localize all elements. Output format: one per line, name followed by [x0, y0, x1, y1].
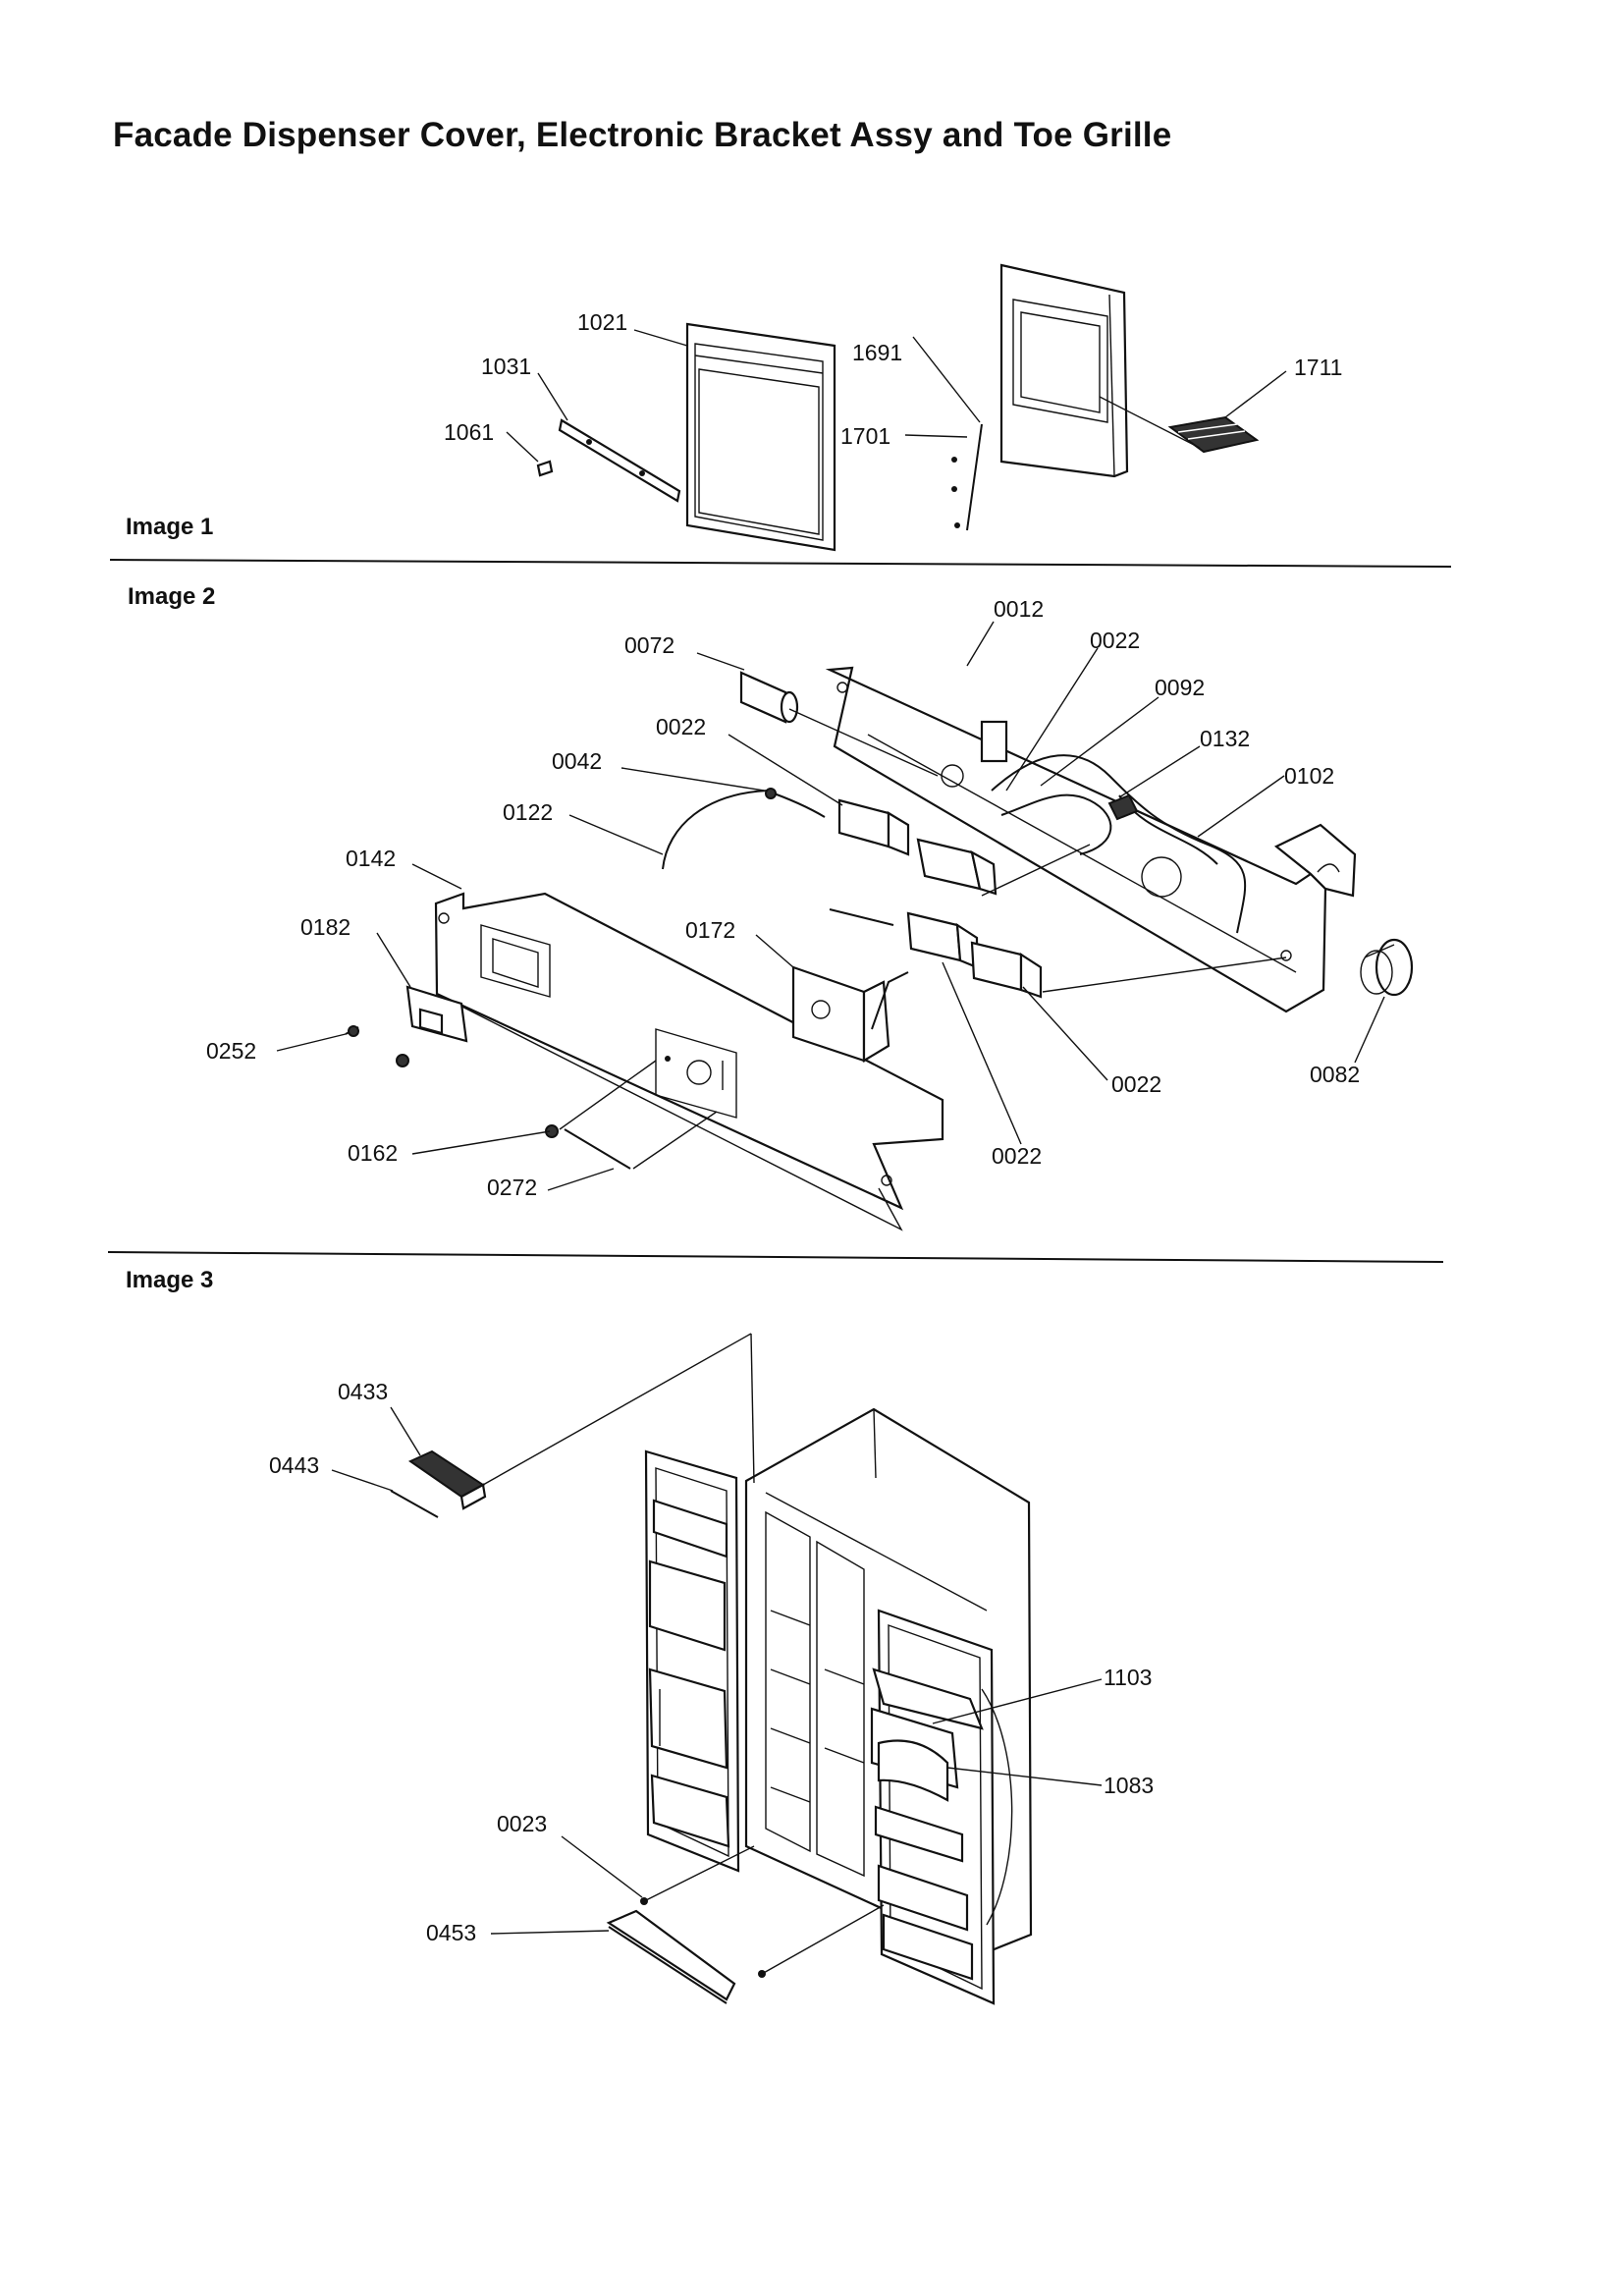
- callout-1691: 1691: [852, 340, 902, 365]
- callout-0162: 0162: [348, 1140, 398, 1166]
- callout-0022-top: 0022: [1090, 628, 1140, 653]
- switch-upper-left: [837, 798, 910, 856]
- callout-1711: 1711: [1294, 355, 1342, 380]
- image-3-label: Image 3: [126, 1267, 214, 1293]
- facade-panel: [685, 322, 836, 552]
- light-strip: [951, 423, 983, 531]
- callout-1103: 1103: [1104, 1665, 1152, 1690]
- callout-0453: 0453: [426, 1920, 476, 1945]
- callout-0252: 0252: [206, 1038, 256, 1064]
- divider-2: [107, 1251, 1444, 1263]
- toe-grille-0453: [606, 1909, 736, 2004]
- callout-0272: 0272: [487, 1175, 537, 1200]
- callout-0082: 0082: [1310, 1062, 1360, 1087]
- switch-lower-2: [970, 941, 1043, 999]
- switch-lower-1: [906, 911, 979, 969]
- callout-0443: 0443: [269, 1452, 319, 1478]
- callout-0132: 0132: [1200, 726, 1250, 751]
- callout-0172: 0172: [685, 917, 735, 943]
- cutout-upper: [480, 924, 551, 998]
- cap-0082: [1360, 938, 1414, 997]
- bracket-0182: [405, 985, 468, 1043]
- callout-0042: 0042: [552, 748, 602, 774]
- image-1-label: Image 1: [126, 514, 214, 540]
- callout-0122: 0122: [503, 799, 553, 825]
- dispenser-housing: [999, 263, 1129, 478]
- bracket-tab-right: [1273, 823, 1357, 898]
- callout-0092: 0092: [1155, 675, 1205, 700]
- callout-0022-bottom: 0022: [992, 1143, 1042, 1169]
- callout-0023: 0023: [497, 1811, 547, 1836]
- switch-upper-right: [916, 838, 998, 896]
- image-2-label: Image 2: [128, 583, 216, 610]
- screw-left-lower: [396, 1054, 409, 1067]
- callout-0433: 0433: [338, 1379, 388, 1404]
- callout-0072: 0072: [624, 632, 674, 658]
- wire-0042: [765, 788, 826, 818]
- dispenser-cover-strip: [558, 418, 681, 503]
- callout-0012: 0012: [994, 596, 1044, 622]
- bracket-clip: [941, 720, 1008, 788]
- grille-0433: [407, 1449, 487, 1510]
- lower-panel-0142: [434, 892, 944, 1231]
- callout-0022-right: 0022: [1111, 1071, 1161, 1097]
- callout-0102: 0102: [1284, 763, 1334, 789]
- rod-0443: [390, 1490, 439, 1518]
- callout-0182: 0182: [300, 914, 351, 940]
- callout-1021: 1021: [577, 309, 627, 335]
- fresh-food-door: [870, 1609, 1013, 2005]
- callout-0142: 0142: [346, 846, 396, 871]
- divider-1: [109, 559, 1452, 568]
- callout-1083: 1083: [1104, 1773, 1154, 1798]
- rod-0272: [564, 1128, 631, 1170]
- relay-0072: [739, 671, 799, 724]
- screw-0252: [345, 1025, 359, 1037]
- callout-0022-mid: 0022: [656, 714, 706, 739]
- callout-1061: 1061: [444, 419, 494, 445]
- trim-clip: [536, 460, 554, 477]
- module-0172: [791, 965, 909, 1063]
- callout-1031: 1031: [481, 354, 531, 379]
- screw-0022: [829, 908, 894, 926]
- callout-1701: 1701: [840, 423, 890, 449]
- drip-tray-grille: [1167, 415, 1260, 454]
- wire-harness: [991, 754, 1247, 934]
- wire-0122: [662, 790, 769, 870]
- freezer-door: [644, 1449, 740, 1873]
- cutout-lower: [655, 1028, 737, 1119]
- page-title: Facade Dispenser Cover, Electronic Brack…: [113, 116, 1172, 154]
